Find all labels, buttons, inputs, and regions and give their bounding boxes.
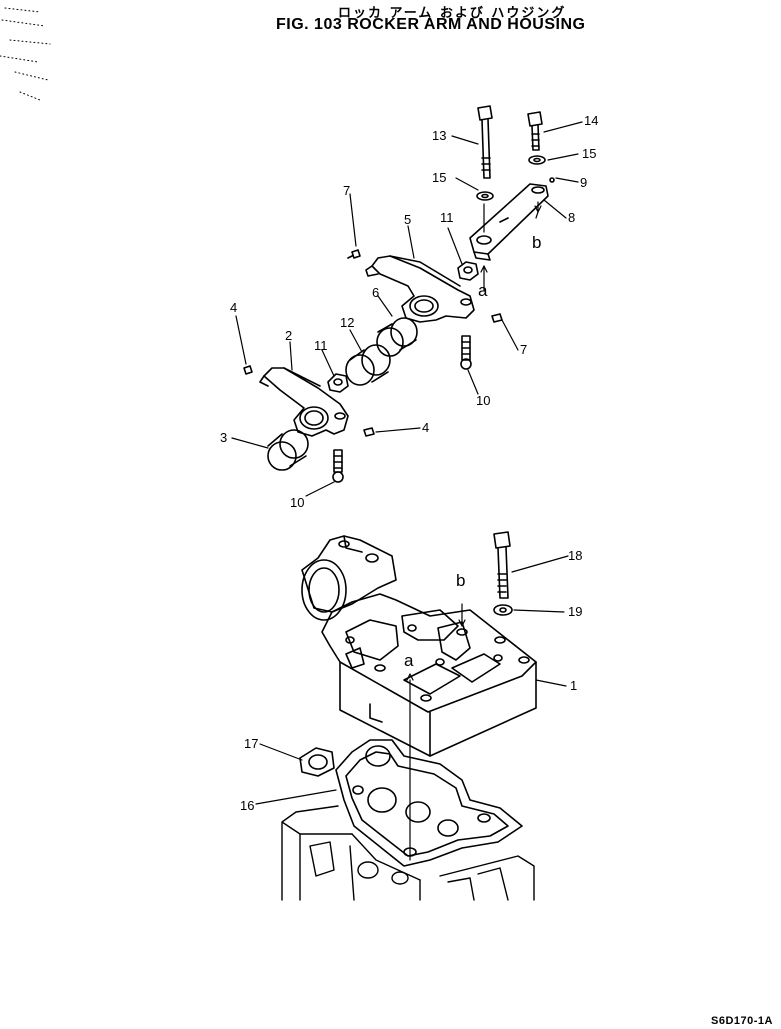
callout-15-left: 15 <box>432 170 446 185</box>
callout-labels: 1 2 3 4 4 5 6 7 7 8 9 10 10 11 11 12 13 … <box>220 113 598 813</box>
callout-12: 12 <box>340 315 354 330</box>
callout-18: 18 <box>568 548 582 563</box>
callout-2: 2 <box>285 328 292 343</box>
part-10-screw-upper <box>460 335 472 370</box>
callout-1: 1 <box>570 678 577 693</box>
callout-7-upper: 7 <box>343 183 350 198</box>
callout-8: 8 <box>568 210 575 225</box>
reference-b-upper: b <box>532 233 541 252</box>
reference-a-lower: a <box>404 651 414 670</box>
callout-13: 13 <box>432 128 446 143</box>
callout-3: 3 <box>220 430 227 445</box>
part-5-rocker-arm <box>365 255 475 323</box>
part-13-bolt <box>477 105 493 179</box>
part-6-bushing <box>376 317 418 357</box>
part-2-rocker-arm <box>259 367 349 437</box>
part-10-screw-lower <box>332 449 344 483</box>
part-16-gasket <box>335 739 523 867</box>
figure-title-japanese: ロッカ アーム および ハウジング <box>338 6 567 21</box>
reference-a-upper: a <box>478 281 488 300</box>
part-15-washer-right <box>528 155 546 165</box>
callout-5: 5 <box>404 212 411 227</box>
engine-block <box>281 805 535 901</box>
part-17-gasket <box>299 747 335 777</box>
part-14-bolt <box>527 111 543 151</box>
part-19-washer <box>493 604 513 616</box>
part-18-bolt <box>493 531 511 599</box>
callout-10-lower: 10 <box>290 495 304 510</box>
part-4-pin-upper <box>243 365 253 375</box>
callout-4-upper: 4 <box>230 300 237 315</box>
direction-arrows <box>406 205 542 681</box>
scan-noise <box>0 7 51 101</box>
callout-6: 6 <box>372 285 379 300</box>
callout-9: 9 <box>580 175 587 190</box>
part-4-pin-lower <box>363 427 375 437</box>
part-7-pin-right <box>491 313 503 323</box>
callout-16: 16 <box>240 798 254 813</box>
callout-19: 19 <box>568 604 582 619</box>
callout-11-upper: 11 <box>440 210 454 225</box>
part-3-bushing <box>267 429 309 471</box>
part-8-bracket <box>469 183 549 261</box>
part-9-pin <box>549 177 555 183</box>
callout-4-lower: 4 <box>422 420 429 435</box>
reference-b-lower: b <box>456 571 465 590</box>
callout-14: 14 <box>584 113 598 128</box>
part-15-washer-left <box>476 191 494 201</box>
callout-15-right: 15 <box>582 146 596 161</box>
part-11-nut-upper <box>457 261 479 281</box>
leader-lines <box>231 121 583 805</box>
part-11-nut-lower <box>327 373 349 393</box>
callout-17: 17 <box>244 736 258 751</box>
part-1-housing <box>301 535 537 757</box>
alignment-lines <box>409 201 539 861</box>
figure-title: FIG. 103 ROCKER ARM AND HOUSING <box>276 16 586 33</box>
part-12-bushing <box>345 344 391 386</box>
callout-11-lower: 11 <box>314 338 328 353</box>
drawing-reference-number: S6D170-1A <box>711 1015 773 1027</box>
part-7-pin-upper <box>347 249 361 259</box>
callout-7-lower: 7 <box>520 342 527 357</box>
callout-10-upper: 10 <box>476 393 490 408</box>
